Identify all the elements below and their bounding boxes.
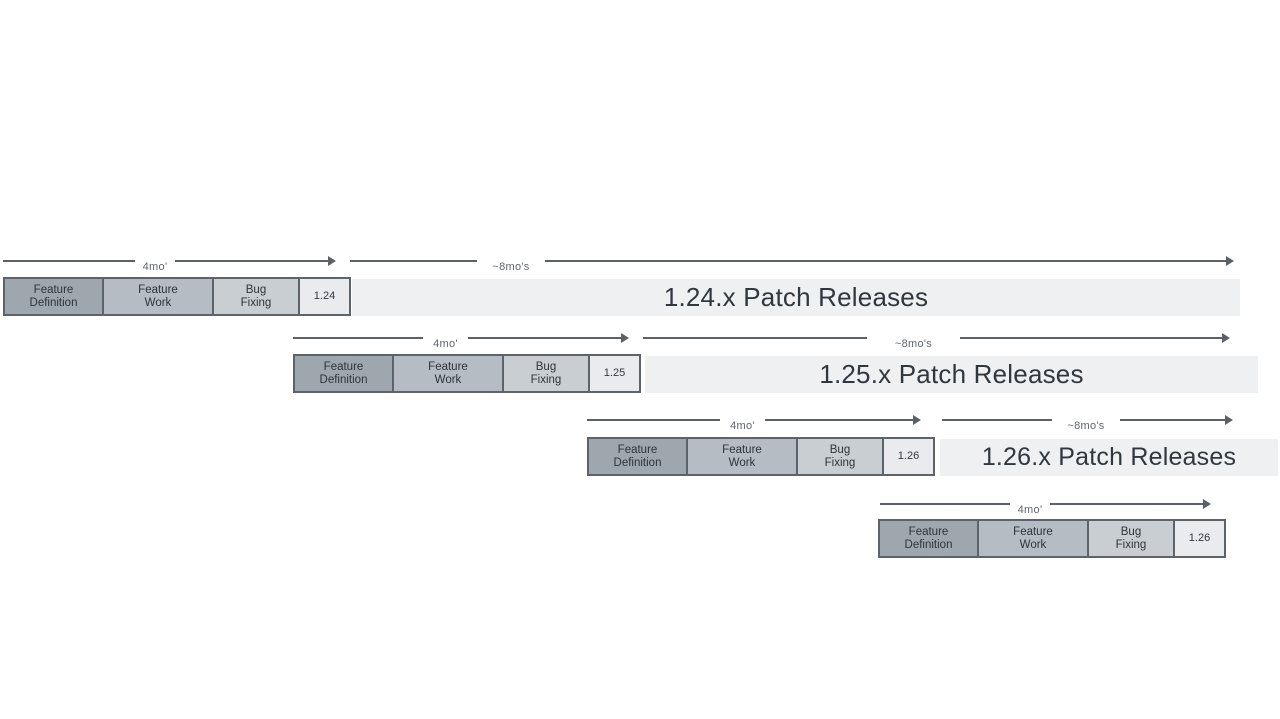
feature-definition-box: Feature Definition [295,356,392,391]
feature-definition-box: Feature Definition [5,279,102,314]
version-box: 1.25 [588,356,639,391]
bug-fixing-box: Bug Fixing [502,356,588,391]
version-box: 1.26 [1173,521,1224,556]
phase-label: Feature Work [1013,525,1053,551]
dev-duration-arrow: 4mo' [3,253,336,277]
version-label: 1.26 [1188,532,1211,544]
release-cycle-boxes: Feature Definition Feature Work Bug Fixi… [587,437,935,476]
feature-definition-box: Feature Definition [589,439,686,474]
feature-work-box: Feature Work [686,439,796,474]
version-label: 1.25 [603,367,626,379]
release-cycle-boxes: Feature Definition Feature Work Bug Fixi… [293,354,641,393]
phase-label: Feature Definition [613,443,662,469]
dev-duration-arrow: 4mo' [587,412,921,436]
arrow-line-head [175,256,336,266]
bug-fixing-box: Bug Fixing [796,439,882,474]
patch-releases-label: 1.25.x Patch Releases [819,359,1084,389]
patch-duration-arrow: ~8mo's [350,253,1234,277]
arrow-line [880,503,1010,505]
version-label: 1.24 [313,290,336,302]
duration-label: ~8mo's [492,261,530,273]
arrow-line-head [1120,415,1233,425]
patch-duration-arrow: ~8mo's [643,330,1230,354]
patch-releases-bar: 1.24.x Patch Releases [352,279,1240,316]
release-cycle-boxes: Feature Definition Feature Work Bug Fixi… [878,519,1226,558]
arrow-line [587,419,720,421]
arrow-line [350,260,477,262]
patch-releases-label: 1.24.x Patch Releases [663,282,929,312]
phase-label: Feature Work [428,360,468,386]
duration-label: 4mo' [1017,504,1043,516]
feature-definition-box: Feature Definition [880,521,977,556]
duration-label: 4mo' [433,338,458,350]
release-cycle-boxes: Feature Definition Feature Work Bug Fixi… [3,277,351,316]
phase-label: Feature Work [138,283,178,309]
arrow-line-head [960,333,1230,343]
arrow-line-head [468,333,629,343]
version-box: 1.24 [298,279,349,314]
phase-label: Feature Definition [29,283,78,309]
phase-label: Bug Fixing [1115,525,1147,551]
patch-duration-arrow: ~8mo's [942,412,1233,436]
version-box: 1.26 [882,439,933,474]
patch-releases-bar: 1.25.x Patch Releases [645,356,1258,393]
arrow-line-head [1050,499,1211,509]
bug-fixing-box: Bug Fixing [1087,521,1173,556]
patch-releases-bar: 1.26.x Patch Releases [940,439,1278,476]
phase-label: Feature Work [722,443,762,469]
feature-work-box: Feature Work [392,356,502,391]
phase-label: Bug Fixing [240,283,272,309]
arrow-line [643,337,867,339]
arrow-line-head [545,256,1234,266]
patch-releases-label: 1.26.x Patch Releases [981,443,1237,471]
phase-label: Feature Definition [319,360,368,386]
arrow-line [942,419,1052,421]
duration-label: ~8mo's [1067,420,1105,432]
duration-label: 4mo' [142,261,168,273]
arrow-line [293,337,423,339]
arrow-line-head [765,415,921,425]
feature-work-box: Feature Work [977,521,1087,556]
phase-label: Feature Definition [904,525,953,551]
version-label: 1.26 [897,450,920,462]
phase-label: Bug Fixing [824,443,856,469]
arrow-line [3,260,135,262]
bug-fixing-box: Bug Fixing [212,279,298,314]
duration-label: ~8mo's [894,338,933,350]
dev-duration-arrow: 4mo' [293,330,629,354]
phase-label: Bug Fixing [530,360,562,386]
feature-work-box: Feature Work [102,279,212,314]
duration-label: 4mo' [730,420,755,432]
dev-duration-arrow: 4mo' [880,496,1211,520]
